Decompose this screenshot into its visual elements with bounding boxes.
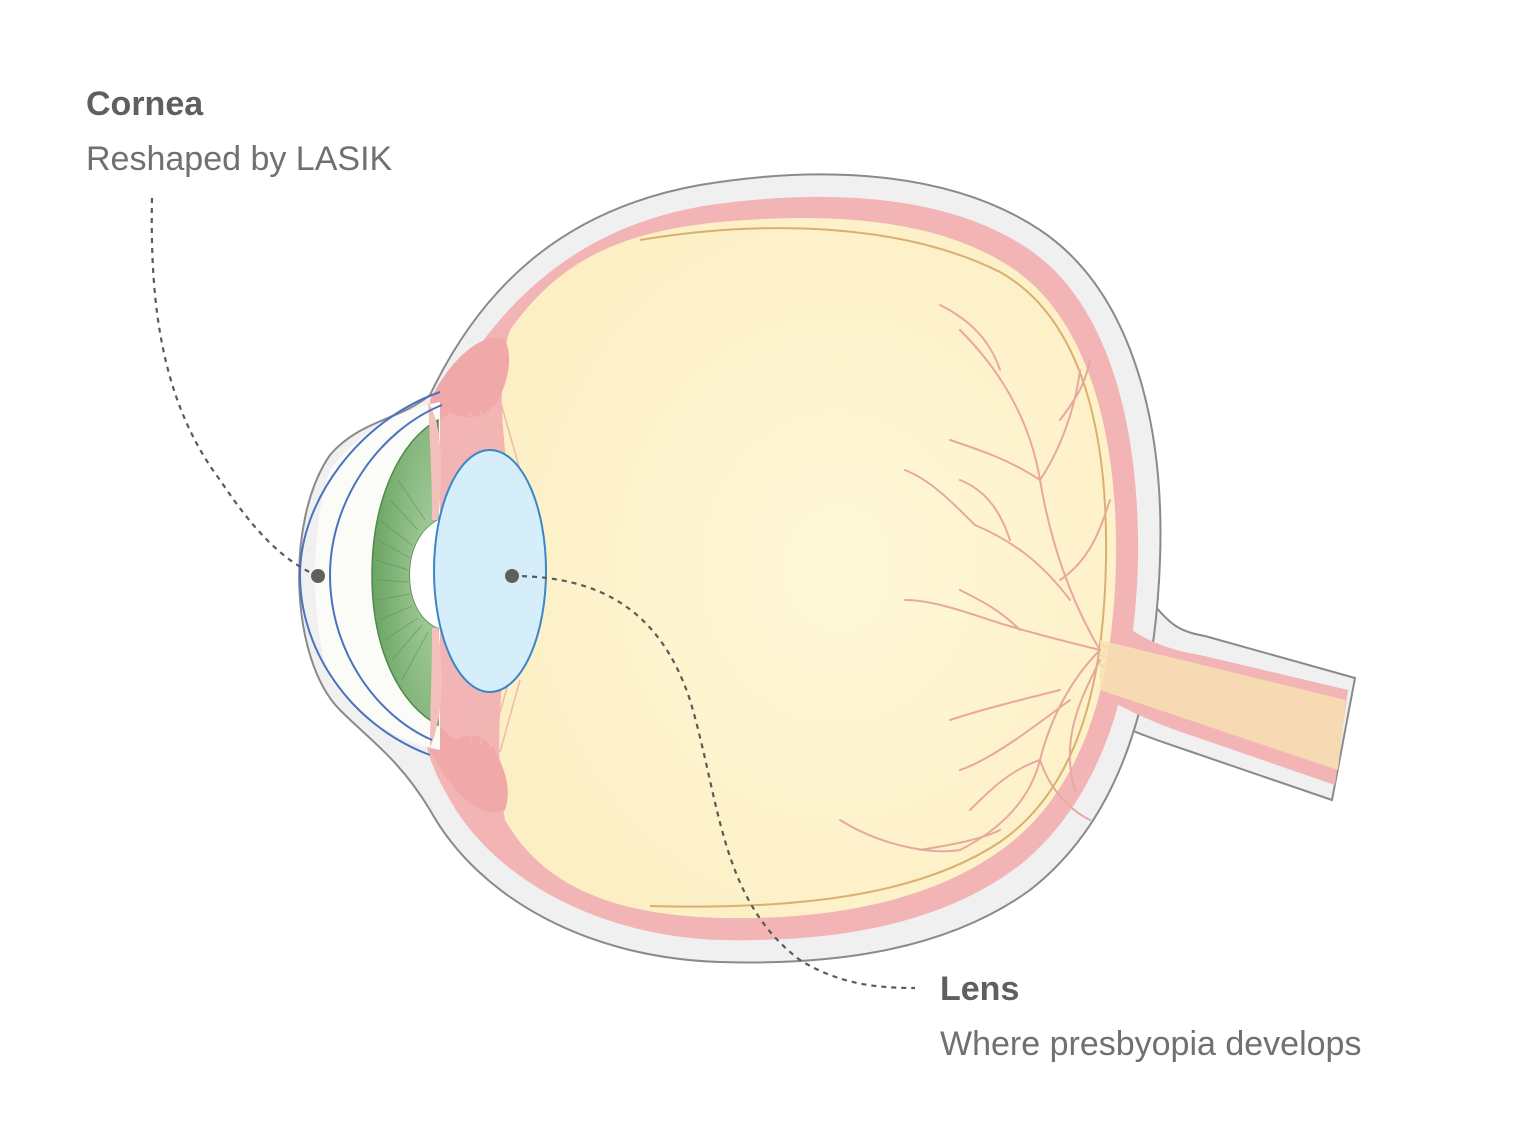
lens-leader-line xyxy=(511,574,916,990)
iris-root-lower xyxy=(430,628,442,748)
ciliary-body-lower xyxy=(430,720,508,813)
retina xyxy=(639,227,1108,908)
cornea-label-description: Reshaped by LASIK xyxy=(86,140,393,178)
ciliary-body-upper xyxy=(430,337,510,430)
lens-label-description: Where presbyopia develops xyxy=(940,1025,1362,1063)
vitreous-body xyxy=(499,217,1117,919)
pupil xyxy=(410,520,438,628)
cornea-leader-line xyxy=(150,197,319,578)
retinal-blood-vessels xyxy=(839,304,1111,853)
optic-nerve-core xyxy=(1100,640,1346,770)
lens-label-title: Lens xyxy=(940,970,1020,1008)
lens-marker-dot-icon xyxy=(505,569,519,583)
lens xyxy=(433,449,547,693)
cornea-label-title: Cornea xyxy=(86,85,204,123)
iris-root-upper xyxy=(428,402,442,520)
cornea-marker-dot-icon xyxy=(311,569,325,583)
cornea-outer xyxy=(298,391,441,756)
cornea-inner xyxy=(328,404,443,741)
iris-striations xyxy=(375,479,429,681)
